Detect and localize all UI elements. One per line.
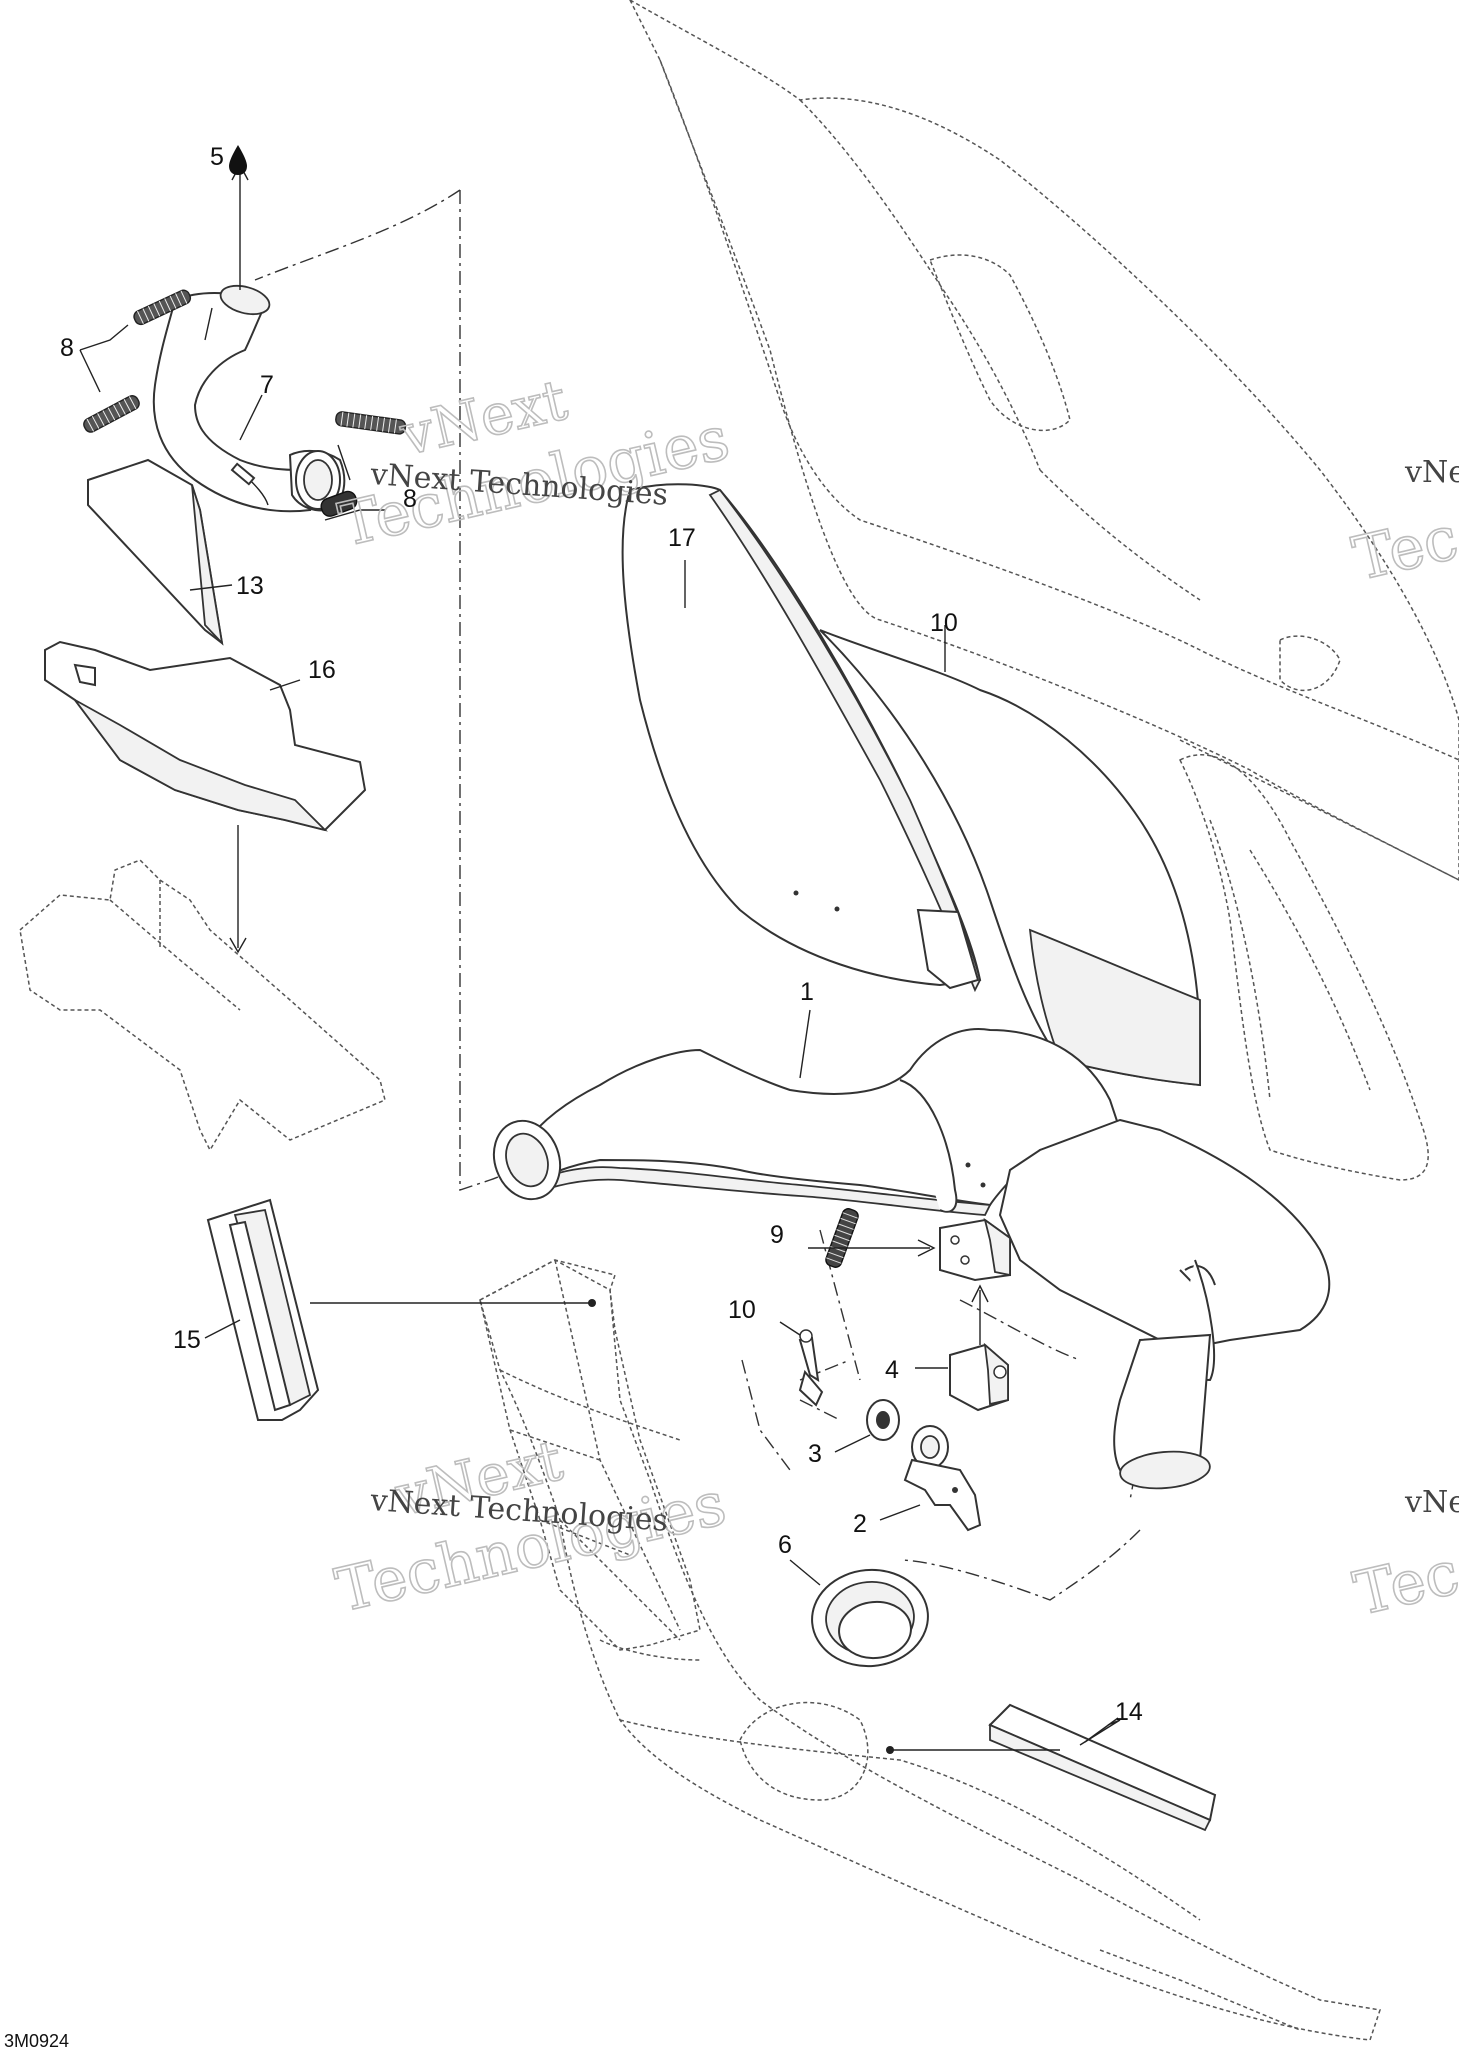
leader-lines xyxy=(79,163,1121,1754)
exhaust-grommet-6 xyxy=(811,1568,929,1668)
callout-4: 4 xyxy=(885,1356,899,1384)
callout-7: 7 xyxy=(260,371,274,399)
lower-tunnel-frame xyxy=(479,1259,1381,2041)
spring-hook-10 xyxy=(798,1329,824,1407)
heat-shield-13 xyxy=(87,458,224,646)
springs-8 xyxy=(83,289,407,517)
heat-shield-strip-15 xyxy=(206,1198,320,1421)
heat-shield-17 xyxy=(621,483,982,993)
callout-labels: 5 8 7 8 13 16 17 10 1 9 10 4 3 2 6 14 15 xyxy=(60,143,1143,1726)
watermark-edge-top-outline: Tec xyxy=(1347,503,1459,595)
callout-14: 14 xyxy=(1115,1698,1143,1726)
oil-drop-icon xyxy=(229,145,247,175)
muffler-1 xyxy=(492,1028,1331,1490)
callout-5: 5 xyxy=(210,143,224,171)
callout-8: 8 xyxy=(403,485,417,513)
callout-11: 10 xyxy=(930,609,958,637)
heat-shield-16 xyxy=(44,640,367,832)
grommet-4 xyxy=(949,1342,1009,1412)
rubber-mount-3 xyxy=(866,1399,900,1441)
callout-3: 3 xyxy=(808,1440,822,1468)
tunnel-side-panel xyxy=(479,1259,701,1661)
figure-id: 3M0924 xyxy=(4,2031,69,2051)
mounting-bracket-2 xyxy=(903,1458,982,1532)
exhaust-elbow-7 xyxy=(152,284,346,513)
callout-10: 10 xyxy=(728,1296,756,1324)
watermark-edge-bottom: vNe xyxy=(1404,1485,1459,1520)
upper-left-console-bracket xyxy=(19,859,386,1152)
callout-8: 8 xyxy=(60,334,74,362)
callout-16: 16 xyxy=(308,656,336,684)
watermark-edge-bottom-outline: Tec xyxy=(1348,1538,1459,1630)
callout-13: 13 xyxy=(236,572,264,600)
hanger-bracket-upper xyxy=(939,1217,1011,1282)
side-panel-11 xyxy=(819,629,1201,1087)
callout-15: 15 xyxy=(173,1326,201,1354)
watermark-edge-top: vNe xyxy=(1404,455,1459,490)
callout-6: 6 xyxy=(778,1531,792,1559)
callout-17: 17 xyxy=(668,524,696,552)
callout-1: 1 xyxy=(800,978,814,1006)
callout-9: 9 xyxy=(770,1221,784,1249)
right-side-panel xyxy=(1178,754,1429,1181)
spring-9 xyxy=(825,1208,859,1268)
callout-2: 2 xyxy=(853,1510,867,1538)
heat-shield-strip-14 xyxy=(988,1703,1217,1832)
